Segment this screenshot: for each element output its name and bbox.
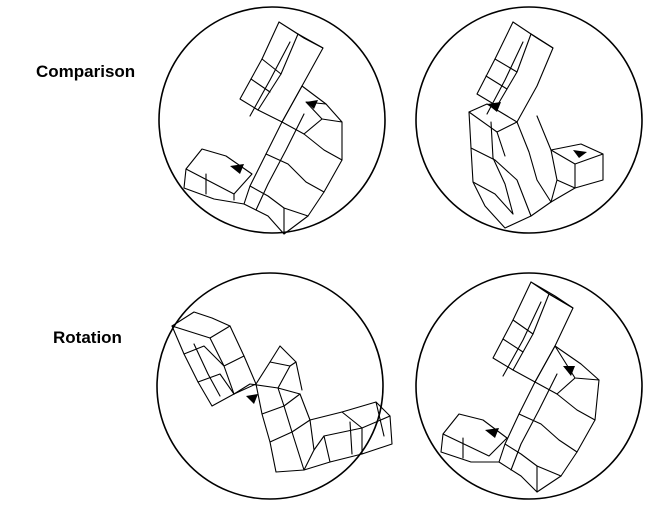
rotation-right-stimulus xyxy=(413,266,645,506)
stimulus-circle xyxy=(157,273,383,499)
cube-figure xyxy=(172,312,392,472)
comparison-row-label: Comparison xyxy=(36,62,135,82)
cube-figure xyxy=(184,22,342,234)
cube-figure xyxy=(469,22,603,228)
comparison-right-stimulus xyxy=(413,4,645,236)
comparison-left-stimulus xyxy=(156,4,388,236)
rotation-left-stimulus xyxy=(154,266,386,506)
rotation-row-label: Rotation xyxy=(53,328,122,348)
stimulus-circle xyxy=(416,273,642,499)
cube-figure xyxy=(441,282,599,492)
